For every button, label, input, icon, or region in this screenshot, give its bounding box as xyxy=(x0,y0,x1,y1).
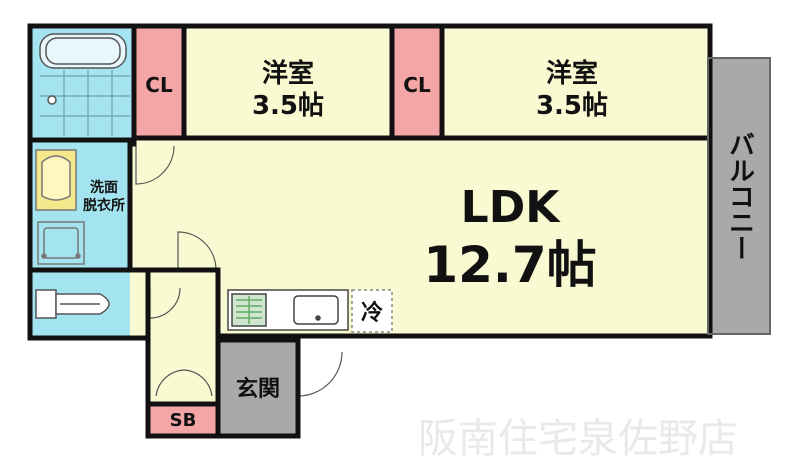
ldk-fill xyxy=(130,138,708,336)
balcony-outline xyxy=(707,57,771,335)
door-swings xyxy=(135,145,343,397)
closet-right-label: CL xyxy=(403,73,431,97)
washbasin-icon xyxy=(35,149,77,211)
closet-right-fill xyxy=(394,28,440,138)
walls xyxy=(27,23,713,439)
ldk-size: 12.7帖 xyxy=(423,236,596,294)
closet-left-fill xyxy=(136,28,182,138)
fridge-label: 冷 xyxy=(361,300,383,326)
western-room-right-size: 3.5帖 xyxy=(536,91,608,121)
stove-icon xyxy=(231,293,267,327)
toilet-icon xyxy=(35,289,110,319)
washing-machine-icon xyxy=(37,221,85,265)
western-room-right-name: 洋室 xyxy=(546,58,598,89)
watermark-text: 阪南住宅泉佐野店 xyxy=(418,416,738,460)
balcony-label: バルコニー xyxy=(725,131,755,261)
western-room-left-name: 洋室 xyxy=(262,58,314,89)
western-room-left-size: 3.5帖 xyxy=(252,91,324,121)
room-fills xyxy=(32,28,770,434)
western-room-right-fill xyxy=(440,28,708,138)
entrance-fill xyxy=(220,340,296,434)
entrance-label: 玄関 xyxy=(236,376,280,402)
washroom-label-line2: 脱衣所 xyxy=(83,197,125,214)
sink-icon xyxy=(293,295,339,325)
shoe-box-fill xyxy=(150,404,216,434)
kitchen-counter xyxy=(227,289,393,333)
shoe-box-label: SB xyxy=(170,410,197,431)
fridge-space xyxy=(351,289,393,333)
balcony-fill xyxy=(708,58,770,334)
bathtub-icon xyxy=(39,33,130,136)
western-room-left-fill xyxy=(182,28,394,138)
closet-left-label: CL xyxy=(145,73,173,97)
ldk-name: LDK xyxy=(461,182,562,233)
washroom-label-line1: 洗面 xyxy=(90,179,118,196)
